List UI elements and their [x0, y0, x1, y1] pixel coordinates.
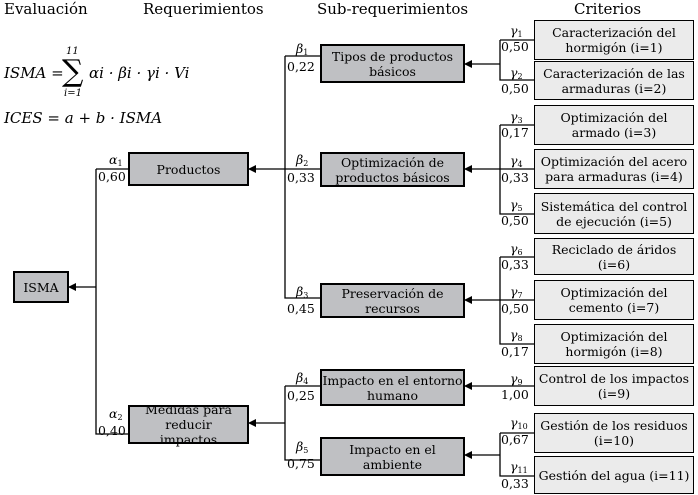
gamma-7-weight: 0,50 [501, 301, 529, 316]
criterion-node-4: Optimización del acero para armaduras (i… [534, 149, 694, 189]
subrequirement-node-optimizacion: Optimización de productos básicos [320, 152, 465, 187]
subrequirement-node-preservacion: Preservación de recursos [320, 283, 465, 318]
gamma-10-symbol: γ10 [510, 415, 528, 432]
gamma-11-weight: 0,33 [501, 476, 529, 491]
criterion-node-3: Optimización del armado (i=3) [534, 105, 694, 145]
gamma-2-symbol: γ2 [510, 65, 523, 82]
alpha-2-symbol: α2 [109, 406, 123, 423]
gamma-9-weight: 1,00 [501, 387, 529, 402]
gamma-5-symbol: γ5 [510, 197, 523, 214]
ices-formula: ICES = a + b · ISMA [4, 109, 163, 127]
isma-formula-terms: αi · βi · γi · Vi [89, 64, 190, 82]
header-evaluacion: Evaluación [4, 0, 88, 18]
gamma-9-symbol: γ9 [510, 371, 523, 388]
requirement-node-medidas: Medidas para reducir impactos [128, 402, 249, 447]
root-node-isma: ISMA [13, 271, 69, 303]
beta-2-symbol: β2 [296, 152, 309, 169]
gamma-5-weight: 0,50 [501, 213, 529, 228]
alpha-1-symbol: α1 [109, 152, 123, 169]
gamma-4-symbol: γ4 [510, 153, 523, 170]
beta-1-weight: 0,22 [287, 59, 315, 74]
beta-5-weight: 0,75 [287, 456, 315, 471]
gamma-4-weight: 0,33 [501, 170, 529, 185]
gamma-11-symbol: γ11 [510, 459, 528, 476]
alpha-1-weight: 0,60 [98, 169, 126, 184]
sum-symbol: ∑ [62, 54, 84, 89]
alpha-2-weight: 0,40 [98, 423, 126, 438]
beta-5-symbol: β5 [296, 439, 309, 456]
gamma-1-symbol: γ1 [510, 23, 523, 40]
gamma-2-weight: 0,50 [501, 81, 529, 96]
sum-lower-limit: i=1 [64, 88, 82, 99]
gamma-10-weight: 0,67 [501, 432, 529, 447]
criterion-node-6: Reciclado de áridos (i=6) [534, 238, 694, 275]
criterion-node-7: Optimización del cemento (i=7) [534, 280, 694, 320]
criterion-node-10: Gestión de los residuos (i=10) [534, 413, 694, 453]
gamma-6-symbol: γ6 [510, 241, 523, 258]
beta-4-weight: 0,25 [287, 388, 315, 403]
beta-2-weight: 0,33 [287, 170, 315, 185]
beta-4-symbol: β4 [296, 370, 309, 387]
subrequirement-node-impacto-ambiente: Impacto en el ambiente [320, 437, 465, 476]
gamma-3-symbol: γ3 [510, 109, 523, 126]
header-subrequerimientos: Sub-requerimientos [317, 0, 469, 18]
beta-3-weight: 0,45 [287, 301, 315, 316]
beta-1-symbol: β1 [296, 41, 309, 58]
gamma-3-weight: 0,17 [501, 125, 529, 140]
header-requerimientos: Requerimientos [143, 0, 264, 18]
header-criterios: Criterios [574, 0, 642, 18]
criterion-node-2: Caracterización de las armaduras (i=2) [534, 61, 694, 100]
requirement-node-productos: Productos [128, 152, 249, 186]
criterion-node-11: Gestión del agua (i=11) [534, 456, 694, 494]
gamma-8-symbol: γ8 [510, 327, 523, 344]
gamma-7-symbol: γ7 [510, 284, 523, 301]
criterion-node-9: Control de los impactos (i=9) [534, 366, 694, 406]
gamma-6-weight: 0,33 [501, 257, 529, 272]
gamma-8-weight: 0,17 [501, 344, 529, 359]
criterion-node-1: Caracterización del hormigón (i=1) [534, 20, 694, 60]
gamma-1-weight: 0,50 [501, 39, 529, 54]
criterion-node-8: Optimización del hormigón (i=8) [534, 324, 694, 364]
subrequirement-node-impacto-entorno: Impacto en el entorno humano [320, 369, 465, 406]
isma-formula-lhs: ISMA = [4, 64, 64, 82]
sum-upper-limit: 11 [66, 46, 79, 57]
beta-3-symbol: β3 [296, 284, 309, 301]
subrequirement-node-tipos: Tipos de productos básicos [320, 44, 465, 83]
criterion-node-5: Sistemática del control de ejecución (i=… [534, 193, 694, 234]
